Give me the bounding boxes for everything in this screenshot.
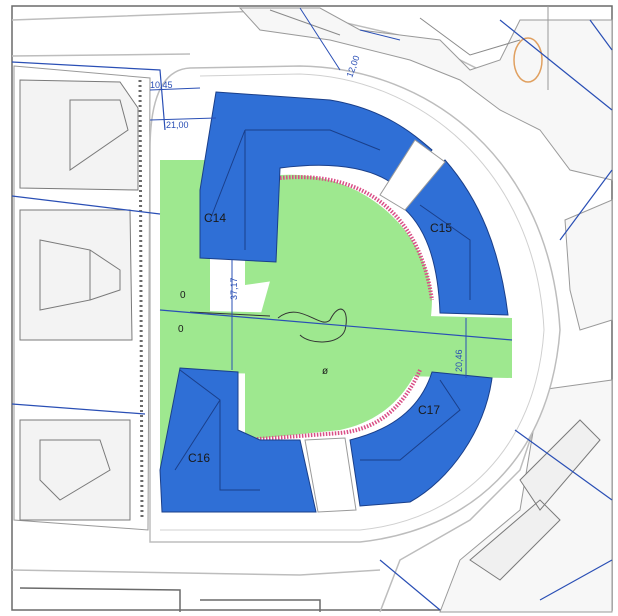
tree-outline (513, 37, 543, 83)
label-c15: C15 (430, 221, 452, 235)
dim-line-12 (299, 7, 401, 71)
left-fence (138, 79, 144, 521)
building-c16 (159, 367, 317, 513)
courtyard-wall-north (279, 175, 434, 301)
left-roof-2 (39, 239, 121, 311)
neighbor-right-mid (564, 199, 613, 331)
label-c14: C14 (204, 211, 226, 225)
dim-line-21 (149, 117, 217, 121)
courtyard-path (277, 308, 347, 343)
dim-label-21: 21,00 (166, 120, 189, 130)
passage-south (304, 437, 357, 513)
marker-0-bottom: 0 (178, 324, 184, 335)
label-c16: C16 (188, 451, 210, 465)
neighbor-block-top (238, 7, 613, 181)
marker-0-top: 0 (180, 290, 186, 301)
left-roof-1 (69, 99, 129, 171)
left-building-1 (19, 79, 139, 191)
building-c17-roof (360, 379, 461, 461)
dim-line-1045 (149, 87, 201, 91)
site-curb-inner (160, 73, 545, 531)
dim-label-3717: 37,17 (229, 277, 239, 300)
plot-line-corner (589, 19, 613, 51)
left-building-2 (19, 209, 133, 341)
green-strip-left (160, 160, 210, 360)
axis-line (159, 309, 513, 341)
marker-o: ø (322, 366, 328, 377)
plot-line-3 (11, 61, 166, 131)
green-courtyard (245, 174, 432, 440)
building-c14-roof (209, 129, 381, 250)
neighbor-roofs-right (469, 419, 601, 581)
plot-line-1 (11, 195, 161, 215)
dim-label-2046: 20,46 (454, 349, 464, 372)
left-roof-3 (39, 439, 111, 501)
plot-line-2 (11, 403, 146, 415)
building-c15-roof (419, 204, 471, 300)
bottom-buildings (19, 587, 321, 612)
building-c15 (399, 159, 509, 316)
courtyard-bench (189, 311, 271, 317)
dim-label-1045: 10,45 (150, 80, 173, 90)
left-building-3 (19, 419, 131, 521)
building-c16-roof (174, 369, 260, 491)
plot-lines-right (379, 19, 613, 611)
road-edge-top-2 (11, 53, 191, 57)
passage-north (379, 139, 446, 211)
label-c17: C17 (418, 403, 440, 417)
road-edge-bottom (11, 569, 381, 576)
neighbor-detail-top (269, 9, 521, 56)
road-edge-top (11, 9, 521, 91)
